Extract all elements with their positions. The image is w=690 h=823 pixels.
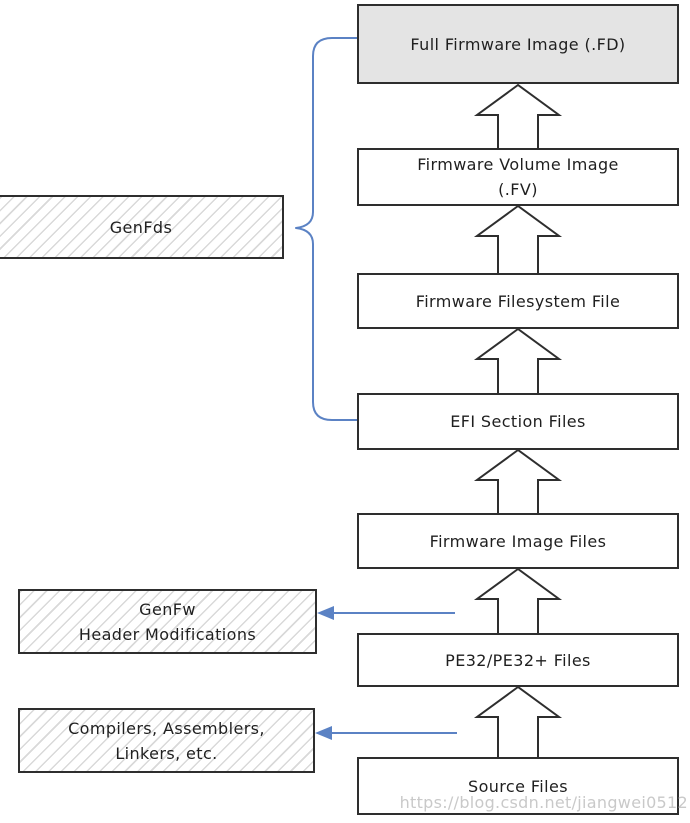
tool-label: GenFds [109, 217, 173, 237]
stage-source-files: Source Files [357, 757, 679, 815]
tool-label: Compilers, Assemblers, [68, 718, 265, 738]
compilers-arrow [315, 726, 457, 740]
up-arrow-pe32-to-fif [473, 567, 563, 636]
stage-label: (.FV) [498, 180, 538, 199]
stage-label: EFI Section Files [450, 412, 586, 431]
up-arrow-efi-to-ffs [473, 327, 563, 395]
stage-label: PE32/PE32+ Files [445, 650, 591, 670]
up-arrow-fif-to-efi [473, 448, 563, 515]
stage-pe32-files: PE32/PE32+ Files [357, 633, 679, 687]
tool-genfds: GenFds [0, 195, 284, 259]
stage-firmware-image-files: Firmware Image Files [357, 513, 679, 569]
tool-label: Linkers, etc. [115, 743, 218, 763]
stage-label: Firmware Filesystem File [415, 291, 621, 311]
tool-genfw: GenFw Header Modifications [18, 589, 317, 654]
tool-compilers: Compilers, Assemblers, Linkers, etc. [18, 708, 315, 773]
up-arrow-fv-to-fd [473, 83, 563, 150]
up-arrow-source-to-pe32 [473, 685, 563, 759]
stage-full-firmware-image: Full Firmware Image (.FD) [357, 4, 679, 84]
genfds-brace [295, 37, 359, 421]
stage-label: Firmware Volume Image [417, 155, 619, 174]
stage-firmware-volume-image: Firmware Volume Image (.FV) [357, 148, 679, 206]
stage-label: Firmware Image Files [429, 531, 607, 551]
stage-label: Full Firmware Image (.FD) [410, 34, 626, 54]
watermark-url: https://blog.csdn.net/jiangwei0512 [399, 793, 688, 812]
up-arrow-ffs-to-fv [473, 204, 563, 275]
tool-label: GenFw [139, 599, 196, 619]
stage-label: Source Files [468, 776, 568, 796]
genfw-arrow [317, 606, 455, 620]
tool-label: Header Modifications [78, 624, 257, 644]
stage-firmware-filesystem-file: Firmware Filesystem File [357, 273, 679, 329]
stage-efi-section-files: EFI Section Files [357, 393, 679, 450]
